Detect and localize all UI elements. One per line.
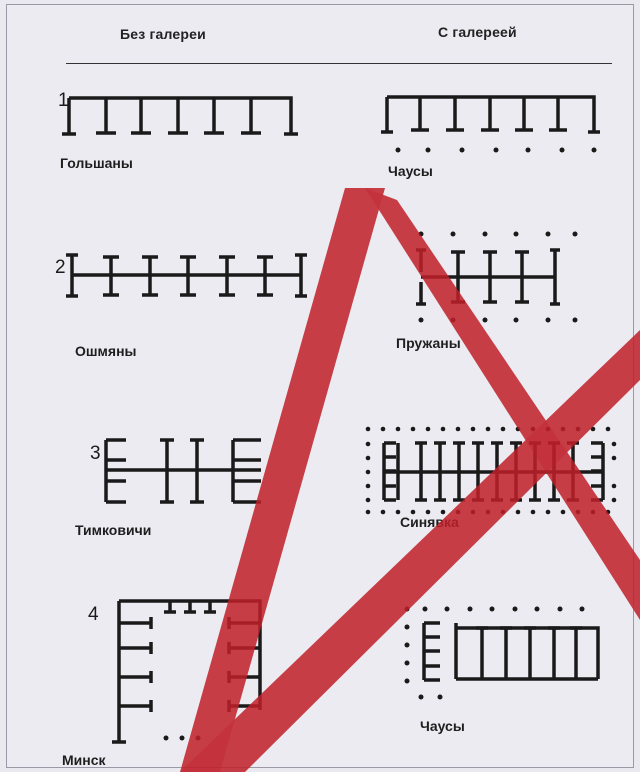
gallery-dots-chausy-2 bbox=[405, 607, 585, 700]
gallery-dots-chausy-1 bbox=[396, 148, 597, 153]
plan-chausy-2 bbox=[424, 623, 598, 680]
plan-timkovichi bbox=[106, 440, 261, 502]
plan-chausy-1 bbox=[381, 97, 600, 132]
plan-oshmyany bbox=[66, 255, 307, 296]
plan-golshany bbox=[62, 98, 298, 134]
